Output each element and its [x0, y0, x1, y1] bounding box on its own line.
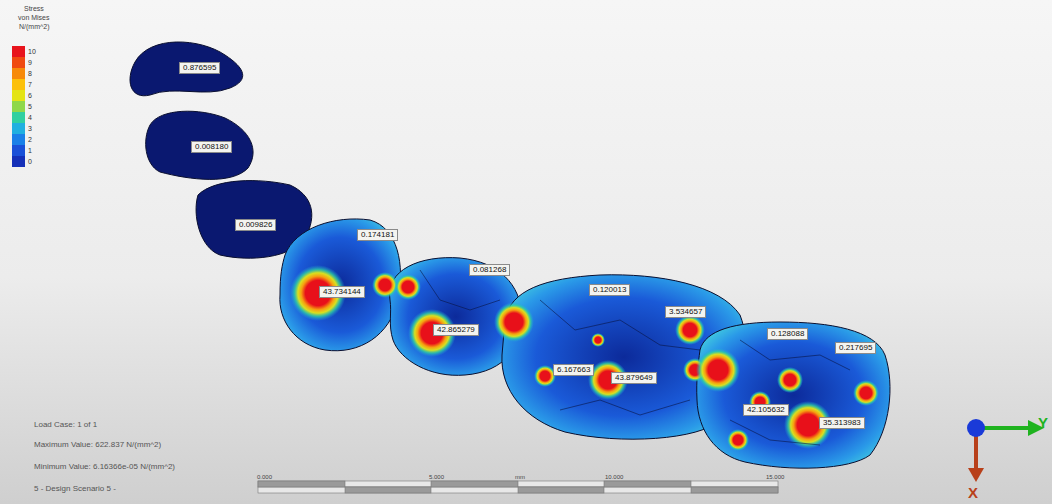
scale-tick: 10.000: [605, 473, 623, 481]
crack-lines: [420, 270, 850, 445]
colorbar-segment: [12, 134, 25, 145]
colorbar-value: 0: [28, 157, 32, 166]
axis-letter: X: [968, 484, 978, 501]
scale-tick: mm: [515, 473, 525, 481]
stress-value: 0.009826: [239, 220, 272, 229]
stress-probe-label: 0.009826: [235, 219, 276, 231]
colorbar-segment: [12, 57, 25, 68]
colorbar-segment: [12, 156, 25, 167]
colorbar-value: 3: [28, 124, 32, 133]
colorbar-segment: [12, 90, 25, 101]
stress-probe-label: 42.865279: [433, 324, 479, 336]
stress-probe-label: 0.081268: [469, 264, 510, 276]
tooth: [697, 322, 890, 468]
colorbar-segment: [12, 145, 25, 156]
annotation: Stress: [24, 4, 44, 13]
annotation: N/(mm^2): [19, 22, 50, 31]
stress-probe-label: 35.313983: [819, 417, 865, 429]
scale-tick: 15.000: [766, 473, 784, 481]
stress-value: 0.217695: [839, 343, 872, 352]
stress-probe-label: 6.167663: [553, 364, 594, 376]
colorbar-value: 6: [28, 91, 32, 100]
stress-value: 42.105632: [747, 405, 785, 414]
stress-probe-label: 0.217695: [835, 342, 876, 354]
tooth: [280, 219, 401, 351]
tooth: [146, 111, 253, 179]
stress-probe-label: 43.734144: [319, 286, 365, 298]
stress-probe-label: 0.128088: [767, 328, 808, 340]
stress-value: 43.879649: [615, 373, 653, 382]
stress-probe-label: 0.008180: [191, 141, 232, 153]
annotation: von Mises: [18, 13, 50, 22]
colorbar-segment: [12, 68, 25, 79]
stress-value: 43.734144: [323, 287, 361, 296]
stress-value: 0.876595: [183, 63, 216, 72]
colorbar-value: 7: [28, 80, 32, 89]
stress-probe-label: 42.105632: [743, 404, 789, 416]
scale-tick: 0.000: [257, 473, 272, 481]
stress-value: 0.008180: [195, 142, 228, 151]
stress-value: 35.313983: [823, 418, 861, 427]
annotation: 5 - Design Scenario 5 -: [34, 484, 116, 494]
stress-value: 0.081268: [473, 265, 506, 274]
stress-value: 42.865279: [437, 325, 475, 334]
annotation: Minimum Value: 6.16366e-05 N/(mm^2): [34, 462, 175, 472]
colorbar-segment: [12, 101, 25, 112]
colorbar-value: 4: [28, 113, 32, 122]
colorbar-segment: [12, 46, 25, 57]
stress-probe-label: 0.876595: [179, 62, 220, 74]
colorbar-value: 9: [28, 58, 32, 67]
colorbar-value: 10: [28, 47, 36, 56]
scale-bar: [258, 481, 778, 493]
axis-triad: [967, 419, 1044, 482]
stress-probe-label: 0.120013: [589, 284, 630, 296]
stress-value: 6.167663: [557, 365, 590, 374]
colorbar-value: 2: [28, 135, 32, 144]
stress-probe-label: 43.879649: [611, 372, 657, 384]
stress-hotspots: [290, 265, 879, 451]
annotation: Load Case: 1 of 1: [34, 420, 97, 430]
scale-tick: 5.000: [429, 473, 444, 481]
annotation: Maximum Value: 622.837 N/(mm^2): [34, 440, 161, 450]
tooth: [130, 42, 243, 96]
colorbar-value: 8: [28, 69, 32, 78]
colorbar-segment: [12, 123, 25, 134]
stress-value: 0.120013: [593, 285, 626, 294]
colorbar-value: 1: [28, 146, 32, 155]
stress-probe-label: 0.174181: [357, 229, 398, 241]
stress-value: 0.174181: [361, 230, 394, 239]
colorbar-value: 5: [28, 102, 32, 111]
colorbar-segment: [12, 79, 25, 90]
stress-value: 0.128088: [771, 329, 804, 338]
axis-letter: Y: [1038, 414, 1048, 431]
colorbar-segment: [12, 112, 25, 123]
stress-probe-label: 3.534657: [665, 306, 706, 318]
stress-value: 3.534657: [669, 307, 702, 316]
